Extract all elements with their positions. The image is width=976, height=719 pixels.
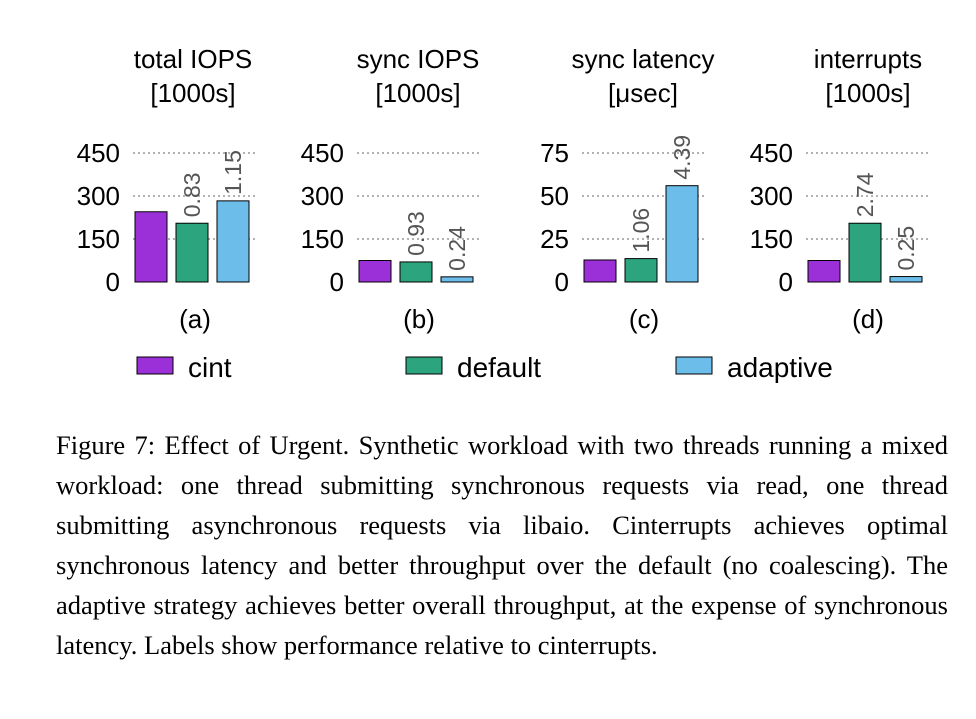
panel-label: (c) xyxy=(629,304,659,334)
bar-value-label: 0.93 xyxy=(403,211,429,256)
bar-default xyxy=(399,261,433,283)
y-tick-label: 450 xyxy=(750,138,793,168)
panel-title-line: [1000s] xyxy=(150,78,235,108)
bar-value-label: 0.24 xyxy=(444,226,470,271)
panel-title-line: sync latency xyxy=(571,44,714,74)
legend-swatch-cint xyxy=(136,356,174,375)
bar-adaptive xyxy=(216,200,250,283)
bar-value-label: 0.83 xyxy=(179,172,205,217)
bar-cint xyxy=(134,211,168,283)
y-tick-label: 300 xyxy=(301,181,344,211)
legend-label-adaptive: adaptive xyxy=(727,352,833,383)
y-tick-label: 50 xyxy=(540,181,569,211)
bar-value-label: 1.15 xyxy=(220,150,246,195)
panel-label: (a) xyxy=(179,304,211,334)
y-tick-label: 450 xyxy=(77,138,120,168)
panel-title-line: total IOPS xyxy=(134,44,253,74)
bar-cint xyxy=(358,260,392,283)
bar-value-label: 2.74 xyxy=(852,172,878,217)
y-tick-label: 25 xyxy=(540,224,569,254)
bar-adaptive xyxy=(889,276,923,283)
legend-swatch-adaptive xyxy=(675,356,713,375)
bar-value-label: 1.06 xyxy=(628,208,654,253)
panel-title-line: [1000s] xyxy=(375,78,460,108)
bar-value-label: 4.39 xyxy=(669,135,695,180)
bar-cint xyxy=(583,259,617,283)
bar-adaptive xyxy=(440,276,474,283)
panel-title-line: [μsec] xyxy=(608,78,678,108)
panel-title-line: interrupts xyxy=(814,44,922,74)
y-tick-label: 150 xyxy=(77,224,120,254)
bar-cint xyxy=(807,260,841,283)
bar-value-label: 0.25 xyxy=(893,226,919,271)
figure-caption: Figure 7: Effect of Urgent. Synthetic wo… xyxy=(56,430,948,660)
y-tick-label: 75 xyxy=(540,138,569,168)
panel-label: (b) xyxy=(403,304,435,334)
legend-label-cint: cint xyxy=(188,352,232,383)
y-tick-label: 300 xyxy=(77,181,120,211)
y-tick-label: 0 xyxy=(555,267,569,297)
legend-label-default: default xyxy=(457,352,541,383)
panel-title-line: sync IOPS xyxy=(357,44,480,74)
y-tick-label: 150 xyxy=(301,224,344,254)
figure-chart: total IOPS [1000s] 0 150 300 450 0.83 1.15 (a) sy… xyxy=(77,44,931,383)
bar-default xyxy=(175,222,209,283)
y-tick-label: 150 xyxy=(750,224,793,254)
bar-adaptive xyxy=(665,185,699,283)
panel-title-line: [1000s] xyxy=(825,78,910,108)
y-tick-label: 0 xyxy=(330,267,344,297)
y-tick-label: 0 xyxy=(106,267,120,297)
bar-default xyxy=(848,222,882,283)
legend-swatch-default xyxy=(405,356,443,375)
bar-default xyxy=(624,258,658,283)
panel-label: (d) xyxy=(852,304,884,334)
y-tick-label: 450 xyxy=(301,138,344,168)
y-tick-label: 300 xyxy=(750,181,793,211)
y-tick-label: 0 xyxy=(779,267,793,297)
